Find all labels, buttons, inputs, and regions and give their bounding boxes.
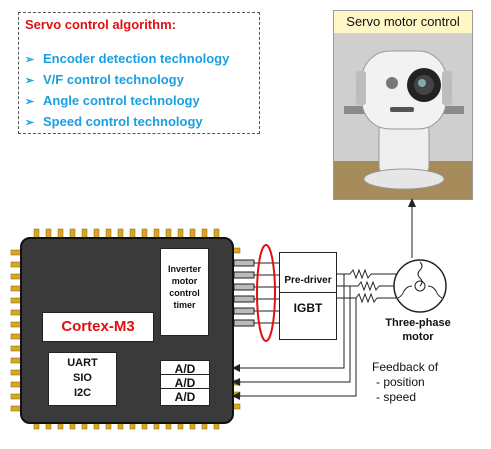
ad-box: A/D (160, 374, 210, 392)
timer-line: motor (171, 276, 198, 286)
camera-illustration (334, 11, 472, 199)
io-line: I2C (73, 387, 92, 399)
feedback-arrows (232, 364, 240, 400)
motor-to-photo-arrow (408, 198, 416, 207)
cortex-label: Cortex-M3 (61, 318, 135, 335)
io-line: UART (67, 357, 98, 369)
motor-label-line: motor (402, 331, 434, 343)
arrow-bullet-icon: ➢ (25, 54, 35, 66)
motor-label: Three-phase motor (378, 316, 458, 344)
feedback-item: - position (376, 375, 425, 389)
algorithm-title: Servo control algorithm: (25, 17, 176, 32)
predriver-label: Pre-driver (284, 275, 332, 286)
ad-box: A/D (160, 388, 210, 406)
algorithm-item: ➢Angle control technology (25, 91, 229, 112)
algorithm-item: ➢Encoder detection technology (25, 49, 229, 70)
feedback-text: Feedback of - position - speed (372, 360, 438, 405)
timer-text: Inverter motor control timer (161, 249, 208, 311)
io-line: SIO (73, 372, 92, 384)
timer-box: Inverter motor control timer (160, 248, 209, 336)
highlight-ellipse (256, 244, 276, 342)
algorithm-box: Servo control algorithm: ➢Encoder detect… (18, 12, 260, 134)
algorithm-item: ➢V/F control technology (25, 70, 229, 91)
photo-caption: Servo motor control (334, 11, 472, 33)
servo-photo: Servo motor control (333, 10, 473, 200)
arrow-bullet-icon: ➢ (25, 96, 35, 108)
motor-icon (393, 259, 447, 313)
feedback-title: Feedback of (372, 360, 439, 374)
driver-box: Pre-driver IGBT (279, 252, 337, 340)
timer-line: control (169, 288, 200, 298)
algorithm-list: ➢Encoder detection technology ➢V/F contr… (25, 49, 229, 133)
feedback-item: - speed (376, 390, 417, 404)
igbt-label: IGBT (293, 301, 323, 315)
algorithm-item: ➢Speed control technology (25, 112, 229, 133)
cortex-box: Cortex-M3 (42, 312, 154, 342)
motor-label-line: Three-phase (385, 317, 451, 329)
arrow-bullet-icon: ➢ (25, 75, 35, 87)
motor-wires (240, 268, 404, 397)
io-box: UART SIO I2C (48, 352, 117, 406)
timer-line: timer (173, 300, 196, 310)
timer-line: Inverter (167, 264, 202, 274)
arrow-bullet-icon: ➢ (25, 117, 35, 129)
